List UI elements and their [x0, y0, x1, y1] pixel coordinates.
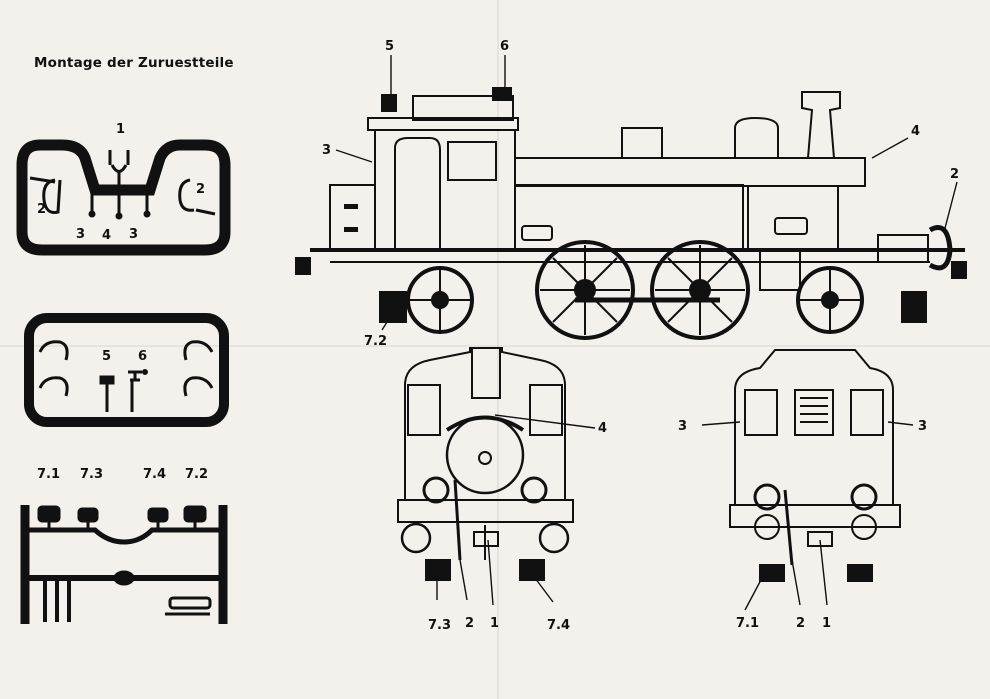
fold-line [0, 345, 990, 347]
label-part-7-3: 7.3 [80, 467, 103, 482]
label-part-1: 1 [490, 616, 499, 631]
label-part-4: 4 [911, 124, 920, 139]
label-part-2: 2 [465, 616, 474, 631]
label-part-5: 5 [385, 39, 394, 54]
leader-lines-rear [701, 421, 914, 611]
label-part-4: 4 [598, 421, 607, 436]
label-part-7-4: 7.4 [547, 618, 570, 633]
label-part-1: 1 [822, 616, 831, 631]
locomotive-front-view [397, 347, 574, 581]
label-part-2: 2 [950, 167, 959, 182]
label-part-4: 4 [102, 228, 111, 243]
label-part-6: 6 [138, 349, 147, 364]
label-part-2: 2 [796, 616, 805, 631]
fold-line [497, 0, 499, 699]
label-part-7-3: 7.3 [428, 618, 451, 633]
label-part-7-4: 7.4 [143, 467, 166, 482]
label-part-6: 6 [500, 39, 509, 54]
label-part-2: 2 [37, 202, 46, 217]
label-part-2: 2 [196, 182, 205, 197]
label-part-5: 5 [102, 349, 111, 364]
label-part-7-2: 7.2 [185, 467, 208, 482]
label-part-3: 3 [76, 227, 85, 242]
sprue-3 [20, 505, 228, 624]
label-part-7-1: 7.1 [37, 467, 60, 482]
label-part-3: 3 [678, 419, 687, 434]
locomotive-rear-view [729, 349, 901, 582]
label-part-3: 3 [129, 227, 138, 242]
sprue-1 [16, 139, 231, 256]
label-part-3: 3 [918, 419, 927, 434]
label-part-1: 1 [116, 122, 125, 137]
label-part-7-2: 7.2 [364, 334, 387, 349]
sprue-2 [24, 313, 229, 427]
leader-lines-front [436, 414, 596, 606]
leader-lines-side [335, 55, 958, 331]
locomotive-side-view [295, 87, 967, 340]
page-title: Montage der Zuruestteile [34, 55, 234, 71]
label-part-7-1: 7.1 [736, 616, 759, 631]
label-part-3: 3 [322, 143, 331, 158]
